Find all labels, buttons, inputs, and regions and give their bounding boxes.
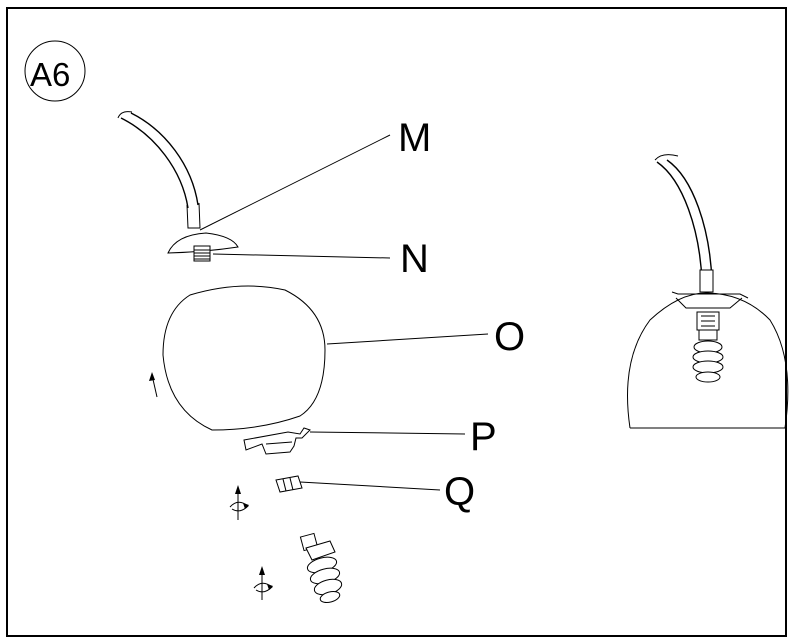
label-m: M bbox=[398, 116, 431, 160]
lamp-holder-p bbox=[243, 427, 311, 455]
diagram-frame bbox=[6, 7, 787, 637]
label-n: N bbox=[400, 237, 429, 281]
canopy-n bbox=[167, 232, 239, 262]
rotate-arrow-icon-1 bbox=[229, 485, 249, 520]
label-p: P bbox=[470, 415, 497, 459]
label-q: Q bbox=[444, 470, 475, 514]
leader-n bbox=[212, 253, 391, 259]
cable-m bbox=[117, 111, 201, 229]
leader-o bbox=[326, 333, 489, 345]
leader-p bbox=[309, 431, 466, 435]
assembled-lamp bbox=[627, 154, 789, 429]
leader-q bbox=[299, 481, 441, 491]
bulb-left bbox=[299, 532, 343, 603]
leader-lines bbox=[199, 134, 489, 491]
glass-globe-o bbox=[162, 285, 326, 431]
leader-m bbox=[199, 134, 391, 231]
step-label: A6 bbox=[30, 56, 70, 93]
step-badge: A6 bbox=[24, 40, 86, 102]
rotate-arrow-icon-2 bbox=[253, 566, 273, 600]
socket-ring-q bbox=[275, 475, 303, 493]
up-arrow-icon bbox=[149, 372, 158, 398]
label-o: O bbox=[494, 315, 525, 359]
